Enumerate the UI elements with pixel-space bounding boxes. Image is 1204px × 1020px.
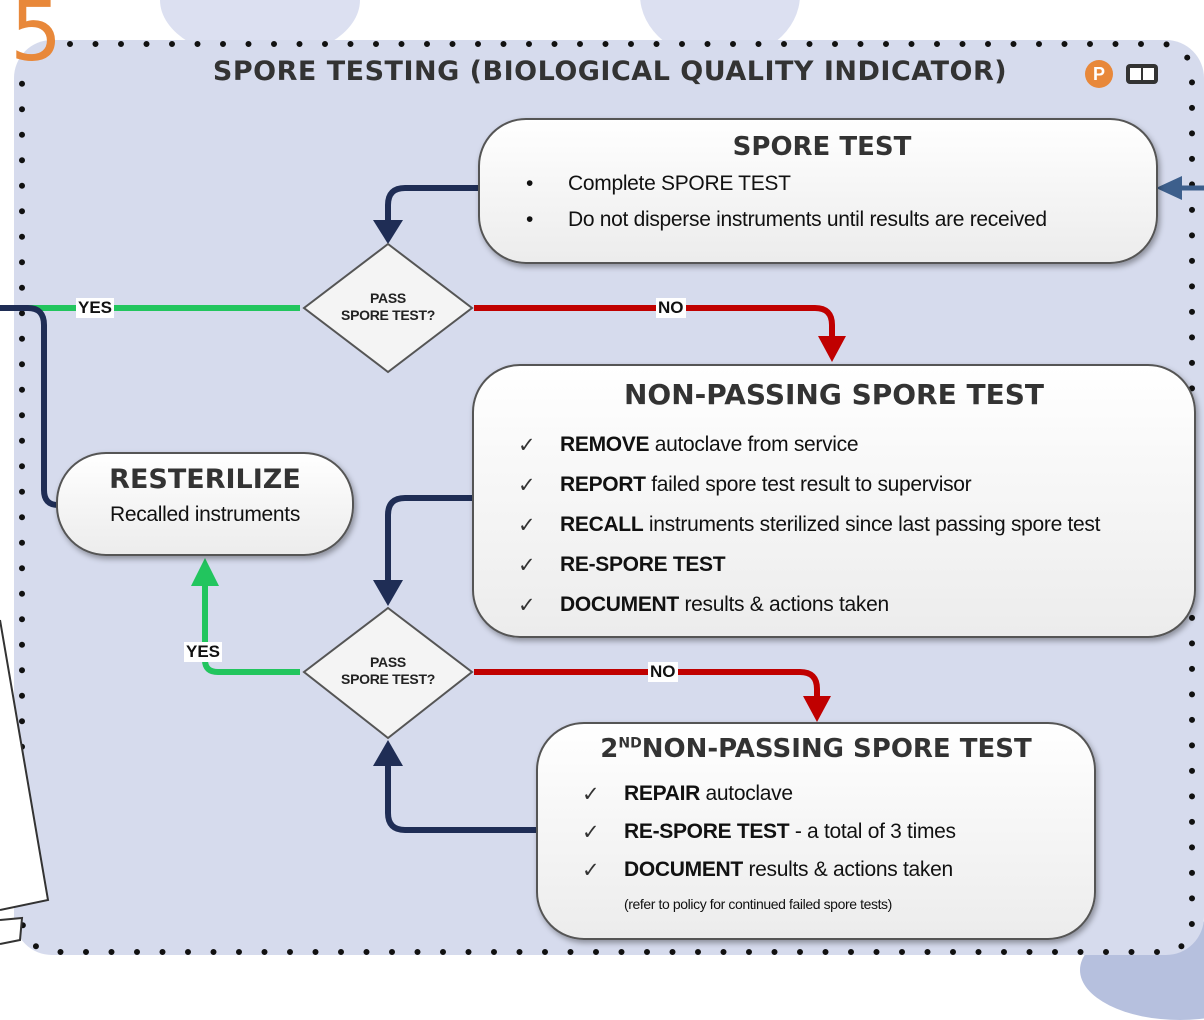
decision-1-label: PASS SPORE TEST? (318, 290, 458, 324)
list-item: DOCUMENT results & actions taken (582, 858, 1094, 883)
second-non-passing-list: REPAIR autoclave RE-SPORE TEST - a total… (582, 782, 1094, 883)
box-title-text: NON-PASSING SPORE TEST (641, 734, 1032, 764)
policy-note: (refer to policy for continued failed sp… (624, 896, 892, 912)
flow-connectors (0, 176, 1204, 833)
decision-label-line: SPORE TEST? (341, 307, 435, 323)
list-item: RE-SPORE TEST (518, 553, 1194, 578)
book-icon[interactable] (1124, 62, 1160, 86)
non-passing-box: NON-PASSING SPORE TEST REMOVE autoclave … (472, 364, 1196, 638)
decision-diamond (302, 242, 474, 374)
ordinal-suffix: ND (618, 735, 642, 752)
spore-test-list: Complete SPORE TEST Do not disperse inst… (526, 172, 1156, 232)
list-item: Do not disperse instruments until result… (526, 208, 1156, 232)
decision-2-label: PASS SPORE TEST? (318, 654, 458, 688)
resterilize-text: Recalled instruments (109, 503, 301, 526)
page-title: SPORE TESTING (BIOLOGICAL QUALITY INDICA… (212, 56, 1008, 87)
ordinal-number: 2 (600, 734, 619, 764)
list-item: Complete SPORE TEST (526, 172, 1156, 196)
step-number: 5 (10, 0, 63, 80)
list-item: REMOVE autoclave from service (518, 433, 1194, 458)
box-title: RESTERILIZE (109, 464, 301, 495)
box-title: NON-PASSING SPORE TEST (624, 378, 1044, 411)
document-sketch (0, 619, 50, 945)
decision-label-line: PASS (370, 654, 406, 670)
non-passing-list: REMOVE autoclave from service REPORT fai… (518, 433, 1194, 618)
no-label: NO (648, 662, 678, 682)
decision-label-line: SPORE TEST? (341, 671, 435, 687)
list-item: REPAIR autoclave (582, 782, 1094, 807)
box-title: 2NDNON-PASSING SPORE TEST (538, 734, 1094, 764)
list-item: REPORT failed spore test result to super… (518, 473, 1194, 498)
resterilize-box: RESTERILIZE Recalled instruments (56, 452, 354, 556)
second-non-passing-box: 2NDNON-PASSING SPORE TEST REPAIR autocla… (536, 722, 1096, 940)
list-item: RECALL instruments sterilized since last… (518, 513, 1194, 538)
no-label: NO (656, 298, 686, 318)
spore-test-box: SPORE TEST Complete SPORE TEST Do not di… (478, 118, 1158, 264)
list-item: RE-SPORE TEST - a total of 3 times (582, 820, 1094, 845)
decision-diamond (302, 606, 474, 740)
yes-label: YES (184, 642, 223, 662)
box-title: SPORE TEST (732, 132, 912, 162)
decision-label-line: PASS (370, 290, 406, 306)
yes-label: YES (76, 298, 115, 318)
list-item: DOCUMENT results & actions taken (518, 593, 1194, 618)
p-badge-icon[interactable]: P (1085, 60, 1113, 88)
